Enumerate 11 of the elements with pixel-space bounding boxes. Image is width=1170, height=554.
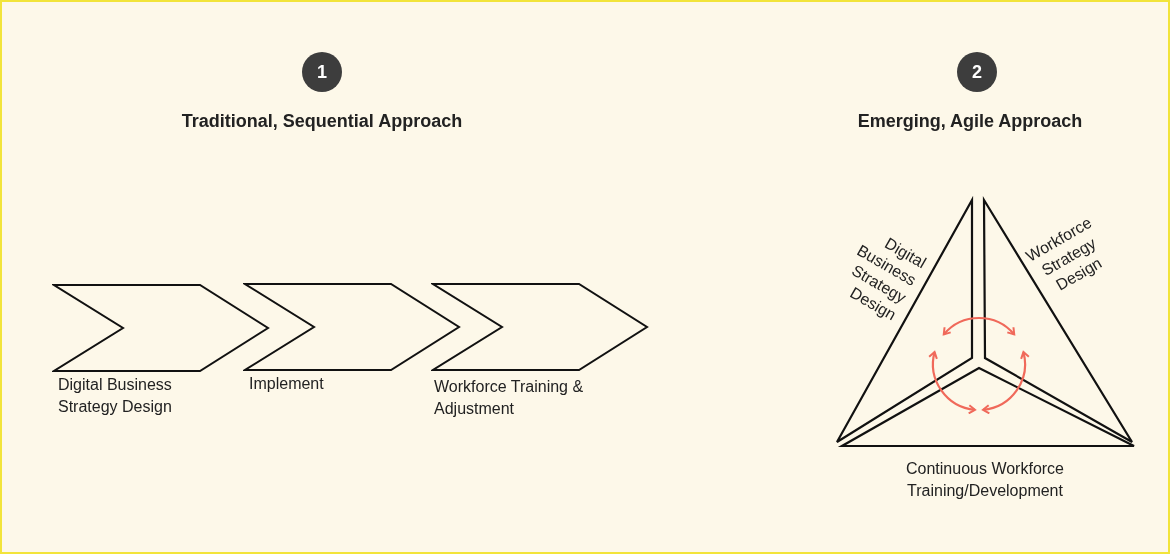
number-badge: 1	[302, 52, 342, 92]
curved-arrow	[928, 351, 976, 414]
segment-label: Continuous Workforce Training/Development	[905, 459, 1065, 501]
step-label: Digital Business Strategy Design	[58, 375, 173, 417]
section-heading: Traditional, Sequential Approach	[180, 110, 464, 132]
curved-arrow	[982, 351, 1030, 414]
step-label: Implement	[249, 374, 325, 394]
step-label: Workforce Training & Adjustment	[434, 377, 584, 419]
number-badge: 2	[957, 52, 997, 92]
section-heading: Emerging, Agile Approach	[856, 110, 1084, 132]
curved-arrow	[942, 317, 1016, 336]
